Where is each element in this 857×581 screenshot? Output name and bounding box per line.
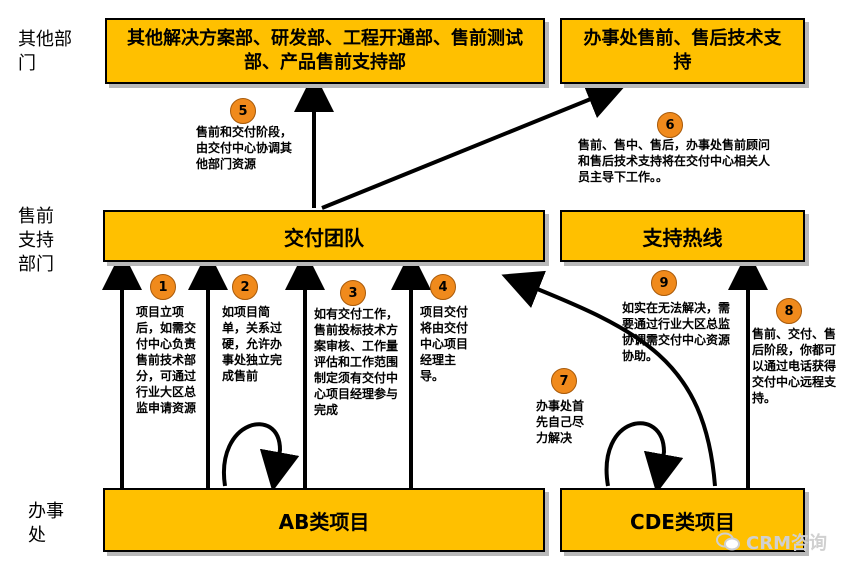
step-note-3: 如有交付工作，售前投标技术方案审核、工作量评估和工作范围制定须有交付中心项目经理…: [314, 307, 399, 417]
step-badge-3: 3: [340, 280, 366, 306]
step-badge-5: 5: [230, 98, 256, 124]
row-label-office: 办事处: [28, 501, 64, 546]
box-hotline-label: 支持热线: [642, 225, 723, 250]
step-note-4: 项目交付将由交付中心项目经理主导。: [420, 305, 469, 383]
arrow-team-to-office-tech: [321, 80, 627, 210]
row-label-other-depts: 其他部门: [18, 29, 72, 74]
step-badge-2: 2: [232, 274, 258, 300]
arrow-ab-self-loop: [221, 422, 300, 492]
watermark: CRM咨询: [716, 529, 827, 555]
box-office-tech-label: 办事处售前、售后技术支持: [583, 28, 782, 73]
box-delivery-team-label: 交付团队: [284, 225, 364, 250]
step-badge-7: 7: [551, 368, 577, 394]
step-note-8: 售前、交付、售后阶段，你都可以通过电话获得交付中心远程支持。: [752, 327, 837, 405]
box-other-depts: 其他解决方案部、研发部、工程开通部、售前测试部、产品售前支持部: [105, 18, 545, 84]
step-note-6: 售前、售中、售后，办事处售前顾问和售后技术支持将在交付中心相关人员主导下工作。。: [578, 138, 771, 184]
step-badge-1: 1: [150, 274, 176, 300]
arrow-cde-self-loop: [604, 421, 684, 494]
wechat-icon: [716, 532, 741, 551]
row-label-presales: 售前支持部门: [18, 206, 54, 275]
step-badge-4: 4: [430, 274, 456, 300]
step-note-1: 项目立项后，如需交付中心负责售前技术部分，可通过行业大区总监申请资源: [136, 305, 197, 415]
step-note-2: 如项目简单，关系过硬，允许办事处独立完成售前: [222, 305, 283, 383]
box-other-depts-label: 其他解决方案部、研发部、工程开通部、售前测试部、产品售前支持部: [127, 28, 523, 73]
step-badge-8: 8: [776, 298, 802, 324]
step-note-7: 办事处首先自己尽力解决: [536, 399, 585, 445]
step-badge-9: 9: [651, 270, 677, 296]
box-office-tech: 办事处售前、售后技术支持: [560, 18, 805, 84]
step-note-5: 售前和交付阶段，由交付中心协调其他部门资源: [196, 125, 293, 171]
box-delivery-team: 交付团队: [103, 210, 545, 262]
watermark-text: CRM咨询: [746, 533, 827, 554]
arrow-cde-to-team: [501, 270, 717, 487]
box-ab-projects-label: AB类项目: [278, 509, 370, 534]
step-badge-6: 6: [657, 112, 683, 138]
box-cde-projects-label: CDE类项目: [630, 509, 735, 534]
box-cde-projects: CDE类项目: [560, 488, 805, 552]
box-hotline: 支持热线: [560, 210, 805, 262]
step-note-9: 如实在无法解决，需要通过行业大区总监协调需交付中心资源协助。: [622, 301, 731, 363]
box-ab-projects: AB类项目: [103, 488, 545, 552]
